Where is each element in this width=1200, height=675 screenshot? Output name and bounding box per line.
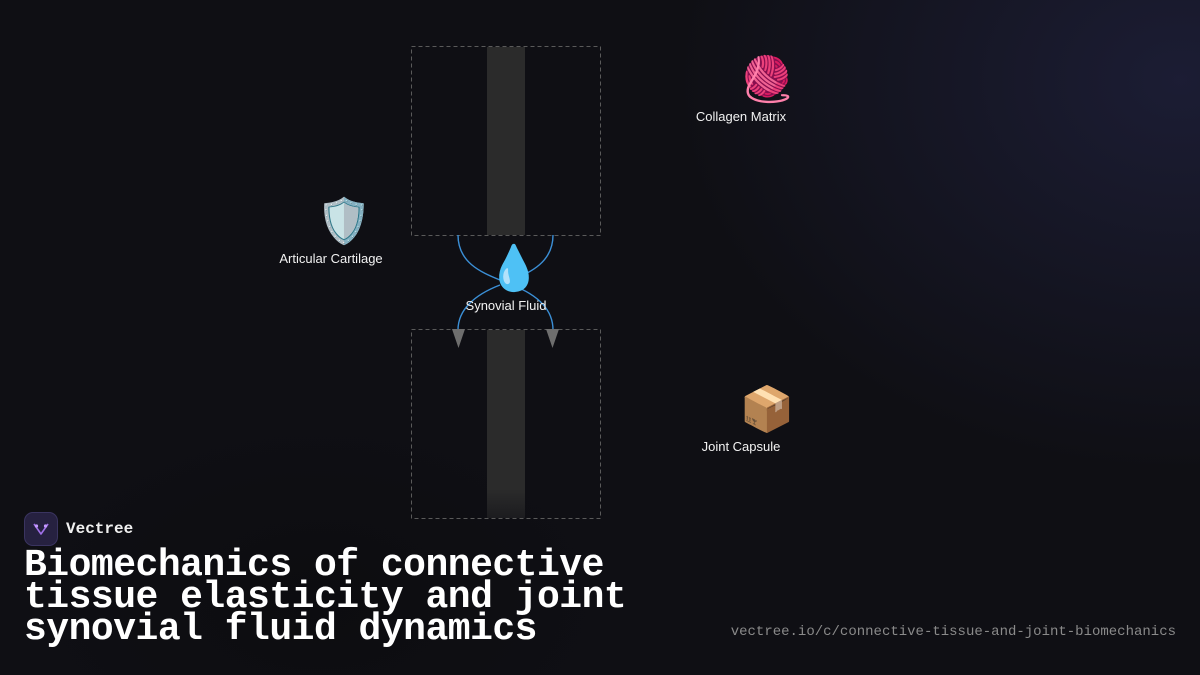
node-joint-capsule: 📦 Joint Capsule	[688, 385, 795, 455]
shield-icon: 🛡️	[316, 197, 372, 246]
node-label-articular-cartilage: Articular Cartilage	[279, 251, 383, 266]
node-synovial-fluid: 💧 Synovial Fluid	[466, 244, 547, 314]
node-label-joint-capsule: Joint Capsule	[701, 439, 781, 454]
arrowhead-left	[452, 329, 465, 348]
page-title: Biomechanics of connective tissue elasti…	[24, 544, 627, 651]
upper-bone-frame	[411, 46, 601, 236]
page-url[interactable]: vectree.io/c/connective-tissue-and-joint…	[730, 624, 1176, 640]
connector-right-lower	[511, 284, 554, 331]
connector-right-upper	[511, 234, 554, 281]
package-icon: 📦	[739, 385, 795, 434]
node-label-synovial-fluid: Synovial Fluid	[465, 298, 547, 313]
connector-left-upper	[457, 234, 501, 281]
brand-name: Vectree	[66, 520, 134, 538]
connector-left-lower	[457, 284, 501, 331]
yarn-ball-icon: 🧶	[739, 55, 795, 104]
arrowhead-right	[546, 329, 559, 348]
node-articular-cartilage: 🛡️ Articular Cartilage	[279, 197, 382, 267]
lower-bone-frame	[411, 329, 601, 519]
brand[interactable]: Vectree	[24, 512, 133, 546]
droplet-icon: 💧	[486, 244, 542, 293]
node-collagen-matrix: 🧶 Collagen Matrix	[688, 55, 795, 125]
upper-bone-column	[487, 47, 525, 235]
node-label-collagen-matrix: Collagen Matrix	[695, 109, 787, 124]
vectree-logo-icon	[24, 512, 58, 546]
lower-bone-column	[487, 330, 525, 518]
